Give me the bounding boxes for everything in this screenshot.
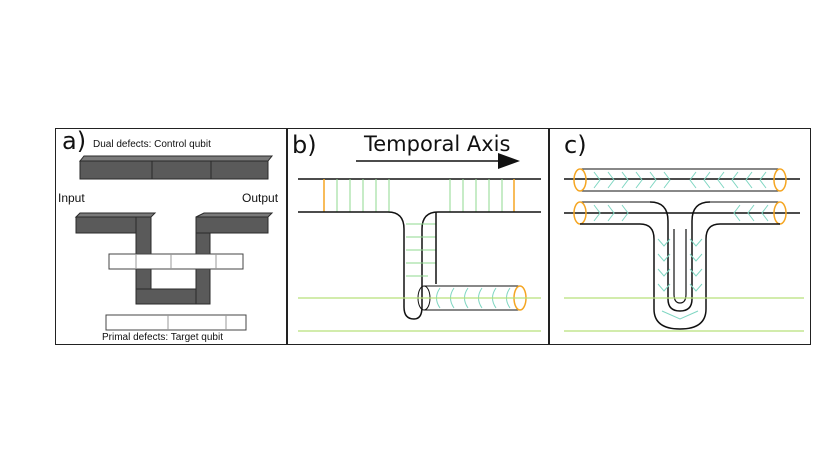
- panel-a-label: a): [62, 127, 87, 155]
- panel-b-label: b): [292, 131, 317, 159]
- primal-defect-bar-middle: [108, 253, 244, 270]
- u-tube-inner: [673, 229, 687, 304]
- right-rungs: [449, 179, 515, 212]
- braiding-3d-diagram: [74, 155, 274, 331]
- dual-tube-second: [564, 201, 800, 225]
- panel-a: a) Dual defects: Control qubit Input Out…: [55, 127, 287, 345]
- panel-c: c): [549, 128, 811, 345]
- dual-loop-outline: [298, 211, 541, 320]
- channel-rungs: [406, 223, 436, 277]
- control-qubit-caption: Dual defects: Control qubit: [93, 139, 211, 150]
- input-label: Input: [58, 191, 85, 205]
- u-tube-middle: [649, 201, 711, 312]
- panel-b: b) Temporal Axis: [287, 128, 549, 345]
- target-qubit-caption: Primal defects: Target qubit: [102, 332, 223, 343]
- dual-defect-bar-top: [78, 155, 274, 180]
- tube-braid-diagram: [564, 168, 804, 332]
- panel-c-label: c): [564, 131, 587, 159]
- temporal-axis-arrow: [356, 153, 520, 169]
- primal-defect-bar-bottom: [105, 314, 247, 331]
- temporal-axis-title: Temporal Axis: [364, 132, 511, 156]
- left-rungs: [323, 179, 390, 212]
- output-label: Output: [242, 191, 279, 205]
- u-tube-outer: [580, 223, 780, 330]
- temporal-braid-diagram: [298, 153, 541, 332]
- tube-chevrons: [593, 171, 769, 320]
